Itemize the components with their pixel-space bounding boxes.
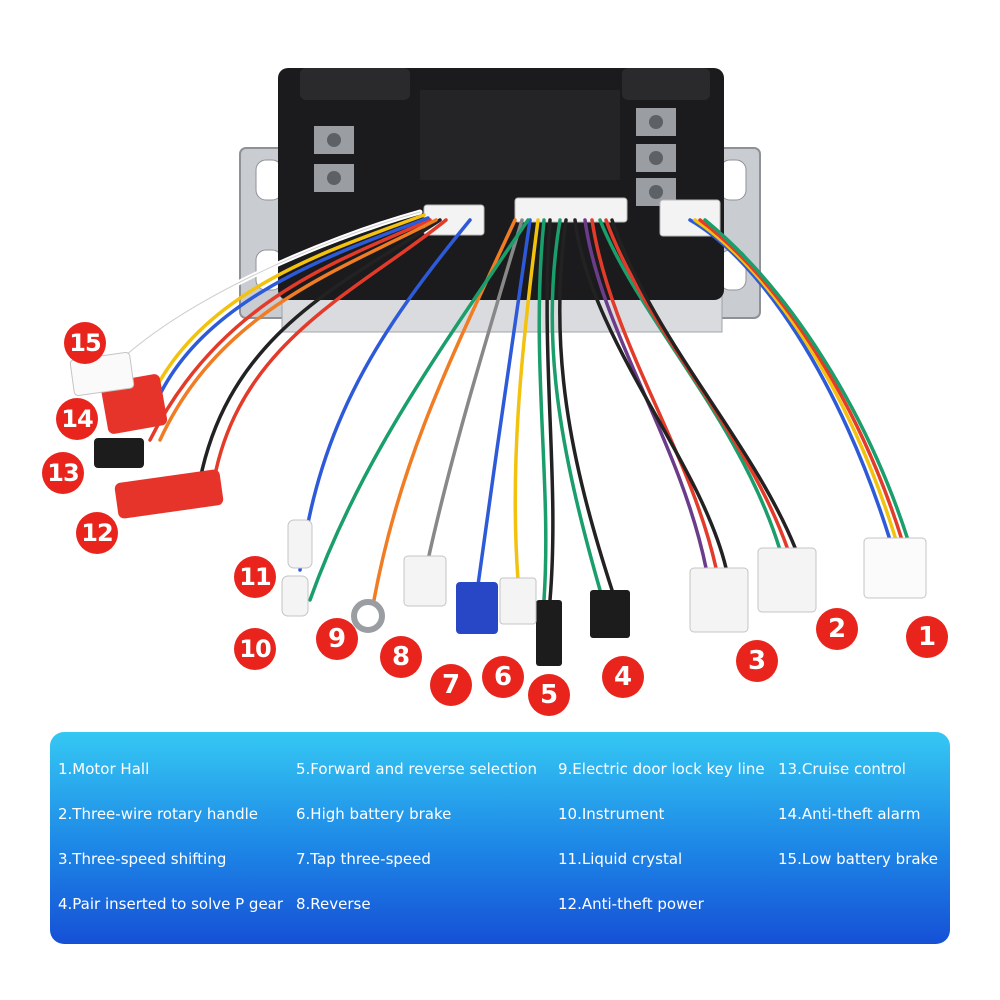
forward-reverse-connector — [536, 600, 562, 666]
cruise-control-connector — [94, 438, 144, 468]
callout-2: 2 — [816, 608, 858, 650]
legend-item-7: 7.Tap three-speed — [296, 850, 431, 868]
callout-12: 12 — [76, 512, 118, 554]
callout-10: 10 — [234, 628, 276, 670]
legend-item-3: 3.Three-speed shifting — [58, 850, 227, 868]
callout-13: 13 — [42, 452, 84, 494]
callout-5: 5 — [528, 674, 570, 716]
instrument-terminal — [281, 575, 309, 617]
reverse-connector — [403, 555, 447, 607]
legend-item-4: 4.Pair inserted to solve P gear — [58, 895, 284, 913]
high-brake-connector — [499, 577, 537, 625]
callout-15: 15 — [64, 322, 106, 364]
legend-item-5: 5.Forward and reverse selection — [296, 760, 537, 778]
wires — [107, 209, 910, 602]
rotary-handle-connector — [757, 547, 817, 613]
legend-item-1: 1.Motor Hall — [58, 760, 150, 778]
legend-item-10: 10.Instrument — [558, 805, 665, 823]
three-speed-connector — [689, 567, 749, 633]
p-gear-connector — [590, 590, 630, 638]
anti-theft-power-connector — [114, 469, 224, 519]
callout-6: 6 — [482, 656, 524, 698]
legend-item-11: 11.Liquid crystal — [558, 850, 683, 868]
callout-7: 7 — [430, 664, 472, 706]
key-line-ring-terminal — [351, 599, 385, 633]
callout-1: 1 — [906, 616, 948, 658]
legend-item-9: 9.Electric door lock key line — [558, 760, 765, 778]
legend-item-8: 8.Reverse — [296, 895, 371, 913]
callout-9: 9 — [316, 618, 358, 660]
callout-11: 11 — [234, 556, 276, 598]
callout-3: 3 — [736, 640, 778, 682]
legend-panel: 1.Motor Hall 2.Three-wire rotary handle … — [50, 732, 950, 944]
legend-item-6: 6.High battery brake — [296, 805, 452, 823]
legend-item-14: 14.Anti-theft alarm — [778, 805, 921, 823]
callout-4: 4 — [602, 656, 644, 698]
end-connectors — [69, 352, 927, 666]
callout-8: 8 — [380, 636, 422, 678]
legend-item-13: 13.Cruise control — [778, 760, 906, 778]
controller-diagram — [69, 68, 927, 666]
lcd-terminal — [287, 519, 313, 569]
legend-item-12: 12.Anti-theft power — [558, 895, 704, 913]
legend-item-2: 2.Three-wire rotary handle — [58, 805, 258, 823]
motor-hall-connector — [863, 537, 927, 599]
tap-three-speed-connector — [456, 582, 498, 634]
callout-14: 14 — [56, 398, 98, 440]
legend-item-15: 15.Low battery brake — [778, 850, 938, 868]
